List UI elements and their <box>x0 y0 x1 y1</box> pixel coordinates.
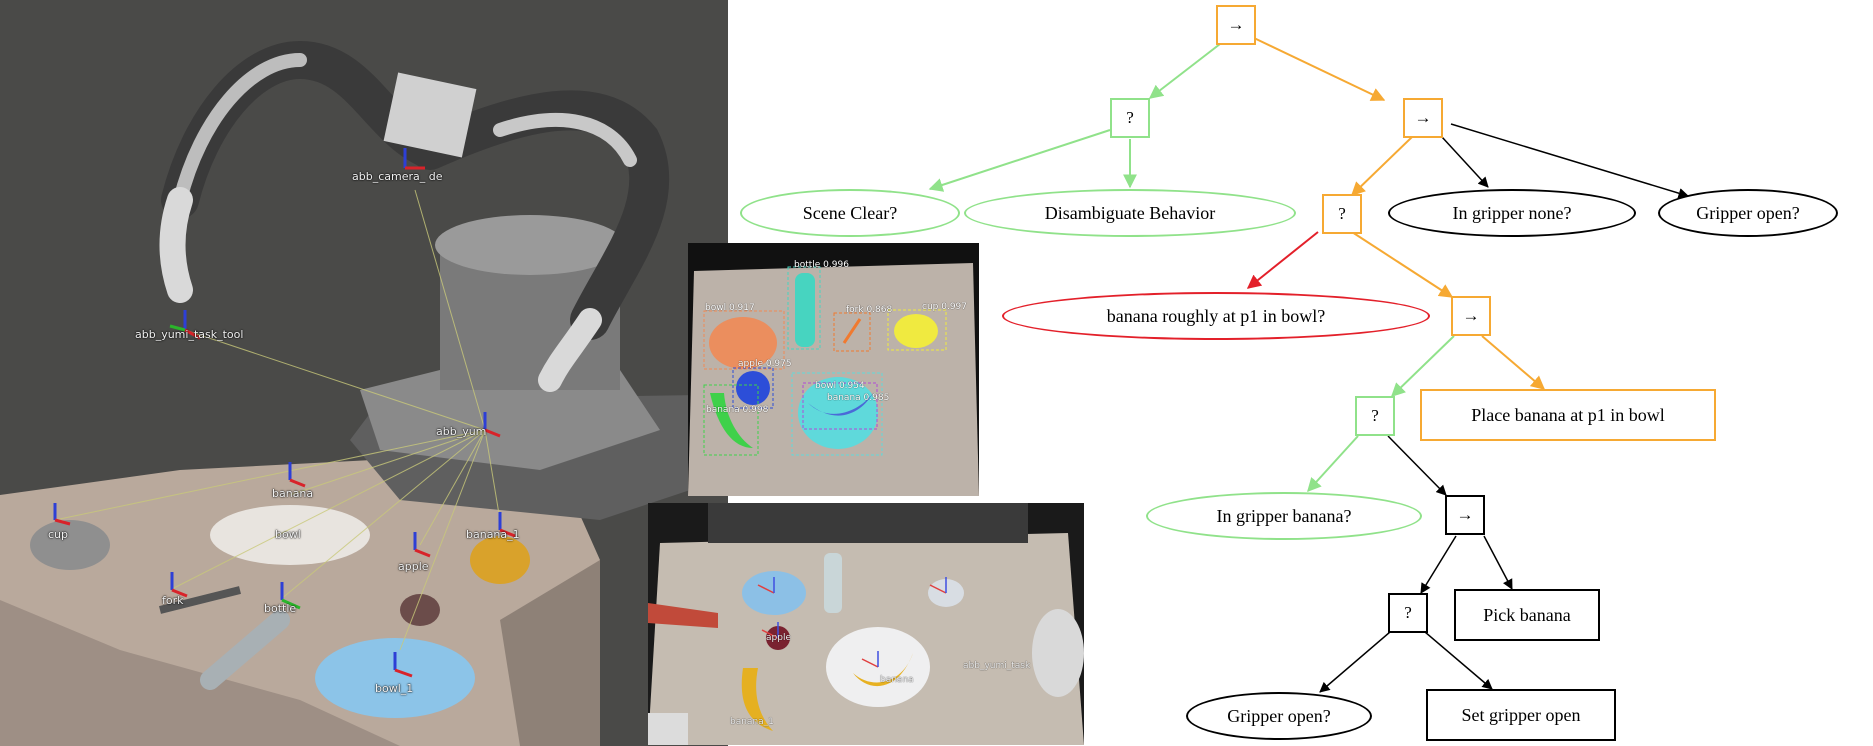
condition-in-gripper-banana[interactable]: In gripper banana? <box>1146 492 1422 540</box>
edge-fb2-roughly <box>1246 231 1319 289</box>
edge-seq2-ingripnone <box>1441 136 1489 188</box>
condition-in-gripper-none[interactable]: In gripper none? <box>1388 189 1636 237</box>
condition-banana-roughly-at-p1[interactable]: banana roughly at p1 in bowl? <box>1002 292 1430 340</box>
detection-image: bottle 0.996 bowl 0.917 fork 0.868 cup 0… <box>688 243 979 496</box>
condition-gripper-open-2[interactable]: Gripper open? <box>1186 692 1372 740</box>
sequence-node-3[interactable]: → <box>1451 296 1491 336</box>
sequence-node-4[interactable]: → <box>1445 495 1485 535</box>
edge-fb1-scene <box>928 129 1111 192</box>
action-set-gripper-open[interactable]: Set gripper open <box>1426 689 1616 741</box>
edge-root-fb1 <box>1148 43 1221 99</box>
behavior-tree: → ? → ? → ? → ? Scene Clear? Disambiguat… <box>728 0 1873 746</box>
action-pick-banana[interactable]: Pick banana <box>1454 589 1600 641</box>
edge-fb4-setopen <box>1424 631 1493 690</box>
action-place-banana[interactable]: Place banana at p1 in bowl <box>1420 389 1716 441</box>
cam-label-apple: apple <box>766 633 791 643</box>
condition-disambiguate-behavior[interactable]: Disambiguate Behavior <box>964 189 1296 237</box>
frame-label-camera: abb_camera_ de <box>352 170 443 183</box>
edge-fb4-gripopen2 <box>1319 631 1391 693</box>
edge-fb3-seq4 <box>1387 435 1447 496</box>
camera-scene <box>648 503 1084 745</box>
fallback-node-1[interactable]: ? <box>1110 98 1150 138</box>
cam-label-banana-1: banana_1 <box>730 717 774 727</box>
edge-seq2-gripopen <box>1450 123 1690 199</box>
frame-label-task-tool: abb_yumi_task_tool <box>135 328 244 341</box>
frame-label-banana: banana <box>272 487 314 500</box>
camera-image: apple banana banana_1 abb_yumi_task <box>648 503 1084 745</box>
edge-seq3-place <box>1481 335 1546 390</box>
det-label-apple: apple 0.975 <box>738 359 792 369</box>
frame-label-cup: cup <box>48 528 69 541</box>
simulator-scene <box>0 0 728 746</box>
frame-label-bowl: bowl <box>275 528 301 541</box>
det-label-bottle: bottle 0.996 <box>794 260 849 270</box>
simulator-view: abb_camera_ de abb_yumi_task_tool abb_yu… <box>0 0 728 746</box>
detection-scene <box>688 243 979 496</box>
cam-label-task: abb_yumi_task <box>963 661 1031 671</box>
frame-label-base: abb_yum <box>436 425 487 438</box>
edge-root-seq2 <box>1253 37 1386 101</box>
edge-fb3-ingripbanana <box>1307 435 1359 493</box>
edge-seq4-fb4 <box>1420 535 1457 594</box>
frame-label-bottle: bottle <box>264 602 297 615</box>
cam-label-banana: banana <box>880 675 914 685</box>
sequence-node-root[interactable]: → <box>1216 5 1256 45</box>
sequence-node-2[interactable]: → <box>1403 98 1443 138</box>
frame-label-fork: fork <box>162 594 184 607</box>
edge-seq4-pick <box>1483 535 1513 590</box>
fallback-node-4[interactable]: ? <box>1388 593 1428 633</box>
tree-edges <box>928 37 1690 693</box>
det-label-bowl: bowl 0.917 <box>705 303 755 313</box>
fallback-node-2[interactable]: ? <box>1322 194 1362 234</box>
det-label-bowl-2: bowl 0.954 <box>815 381 865 391</box>
frame-label-bowl-1: bowl_1 <box>375 682 414 695</box>
edge-seq2-fb2 <box>1350 136 1413 196</box>
det-label-cup: cup 0.997 <box>922 302 967 312</box>
frame-label-banana-1: banana_1 <box>466 528 520 541</box>
det-label-banana: banana 0.998 <box>706 405 769 415</box>
edge-fb2-seq3 <box>1351 231 1454 298</box>
condition-scene-clear[interactable]: Scene Clear? <box>740 189 960 237</box>
fallback-node-3[interactable]: ? <box>1355 396 1395 436</box>
edge-seq3-fb3 <box>1390 335 1455 397</box>
det-label-banana-in-bowl: banana 0.985 <box>827 393 890 403</box>
condition-gripper-open-1[interactable]: Gripper open? <box>1658 189 1838 237</box>
det-label-fork: fork 0.868 <box>846 305 893 315</box>
frame-label-apple: apple <box>398 560 429 573</box>
